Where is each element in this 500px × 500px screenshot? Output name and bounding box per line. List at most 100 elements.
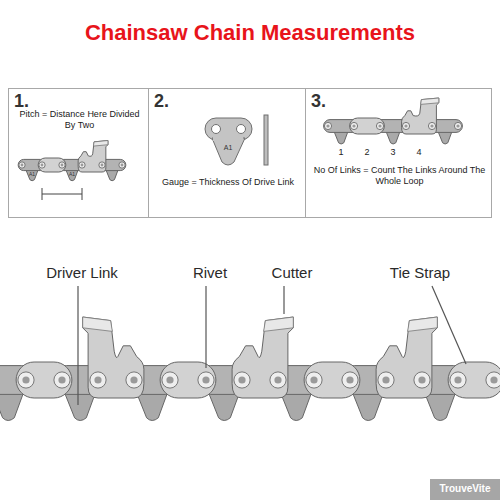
rivet-head [346, 376, 353, 383]
pitch-marker [42, 188, 82, 200]
rivet [90, 372, 106, 388]
tie-strap [448, 362, 500, 398]
tie-strap [38, 158, 66, 172]
part-label: Tie Strap [390, 264, 450, 281]
link-count-number: 1 [338, 147, 343, 157]
rivet [350, 122, 357, 129]
rivet-hole [237, 125, 246, 134]
rivet [306, 372, 322, 388]
rivet-head [238, 376, 245, 383]
rivet-head [490, 376, 497, 383]
title: Chainsaw Chain Measurements [85, 20, 415, 45]
cutter-tooth [232, 317, 293, 398]
rivet [376, 122, 383, 129]
rivet-head [404, 124, 407, 127]
rivet-head [21, 164, 24, 167]
rivet [454, 122, 461, 129]
rivet-head [166, 376, 173, 383]
rivet-head [310, 376, 317, 383]
drive-link-figure [205, 115, 268, 165]
rivet [402, 122, 409, 129]
watermark-patch [430, 479, 500, 500]
measurement-note: Pitch = Distance Here Divided By Two [17, 109, 142, 131]
rivet-head [456, 124, 459, 127]
rivet [428, 122, 435, 129]
rivet [79, 162, 85, 168]
tie-strap [16, 362, 72, 398]
drive-link-tang [0, 391, 24, 421]
rivet [342, 372, 358, 388]
rivet-head [454, 376, 461, 383]
rivet [99, 162, 105, 168]
rivet [486, 372, 500, 388]
pitch-chain [18, 141, 126, 181]
rivet-head [274, 376, 281, 383]
link-count-number: 2 [364, 147, 369, 157]
part-label: Rivet [193, 264, 227, 281]
drive-link-body [205, 118, 252, 140]
main-chain [0, 317, 500, 421]
rivet-head [130, 376, 137, 383]
link-stamp: A1 [29, 172, 35, 178]
rivet-head [81, 164, 84, 167]
rivet [39, 162, 45, 168]
link-stamp: A1 [69, 172, 75, 178]
rivet [414, 372, 430, 388]
leader-line [77, 286, 78, 405]
rivet-head [121, 164, 124, 167]
rivet-head [352, 124, 355, 127]
rivet [324, 122, 331, 129]
cutter-top-plate [421, 98, 439, 104]
measurement-panel: 3. No Of Links = Count The Links Around T… [305, 88, 492, 218]
cutter-tooth [83, 317, 144, 398]
rivet-head [94, 376, 101, 383]
rivet-head [101, 164, 104, 167]
measurement-note: Gauge = Thickness Of Drive Link [153, 177, 303, 188]
leader-lines [78, 286, 466, 405]
link-stamp: A1 [224, 144, 233, 152]
leader-line [283, 286, 284, 314]
rivet-head [22, 376, 29, 383]
rivet-head [418, 376, 425, 383]
rivet-head [382, 376, 389, 383]
rivet [234, 372, 250, 388]
rivet-head [61, 164, 64, 167]
measurement-panel: 2.Gauge = Thickness Of Drive Link [148, 88, 306, 218]
rivet [378, 372, 394, 388]
tie-strap [350, 118, 385, 134]
measurement-panel: 1.Pitch = Distance Here Divided By Two [8, 88, 149, 218]
cutter-top-plate [264, 317, 294, 331]
part-label: Cutter [272, 264, 313, 281]
drive-link-tang [212, 138, 245, 165]
measurement-note: No Of Links = Count The Links Around The… [311, 165, 488, 187]
cutter-top-plate [83, 317, 113, 331]
cutter-top-plate [408, 317, 438, 331]
link-count-number: 4 [416, 147, 421, 157]
leader-line [432, 286, 466, 364]
link-count-chain [324, 98, 463, 144]
rivet [18, 372, 34, 388]
cutter-tooth [376, 317, 437, 398]
step-number: 3. [311, 91, 341, 113]
pitch-span [42, 194, 82, 195]
drive-link-joint [213, 136, 243, 141]
rivet [19, 162, 25, 168]
tie-strap [160, 362, 216, 398]
rivet [54, 372, 70, 388]
rivet [126, 372, 142, 388]
gauge-edge [264, 115, 268, 165]
rivet [162, 372, 178, 388]
rivet [59, 162, 65, 168]
cutter-tooth [402, 98, 439, 134]
rivet-head [202, 376, 209, 383]
rivet [119, 162, 125, 168]
rivet-head [326, 124, 329, 127]
cutter-top-plate [93, 141, 108, 147]
leader-line [205, 286, 206, 368]
rivet-hole [212, 125, 221, 134]
rivet [450, 372, 466, 388]
tie-strap [304, 362, 360, 398]
watermark: TrouveVite [440, 483, 491, 495]
